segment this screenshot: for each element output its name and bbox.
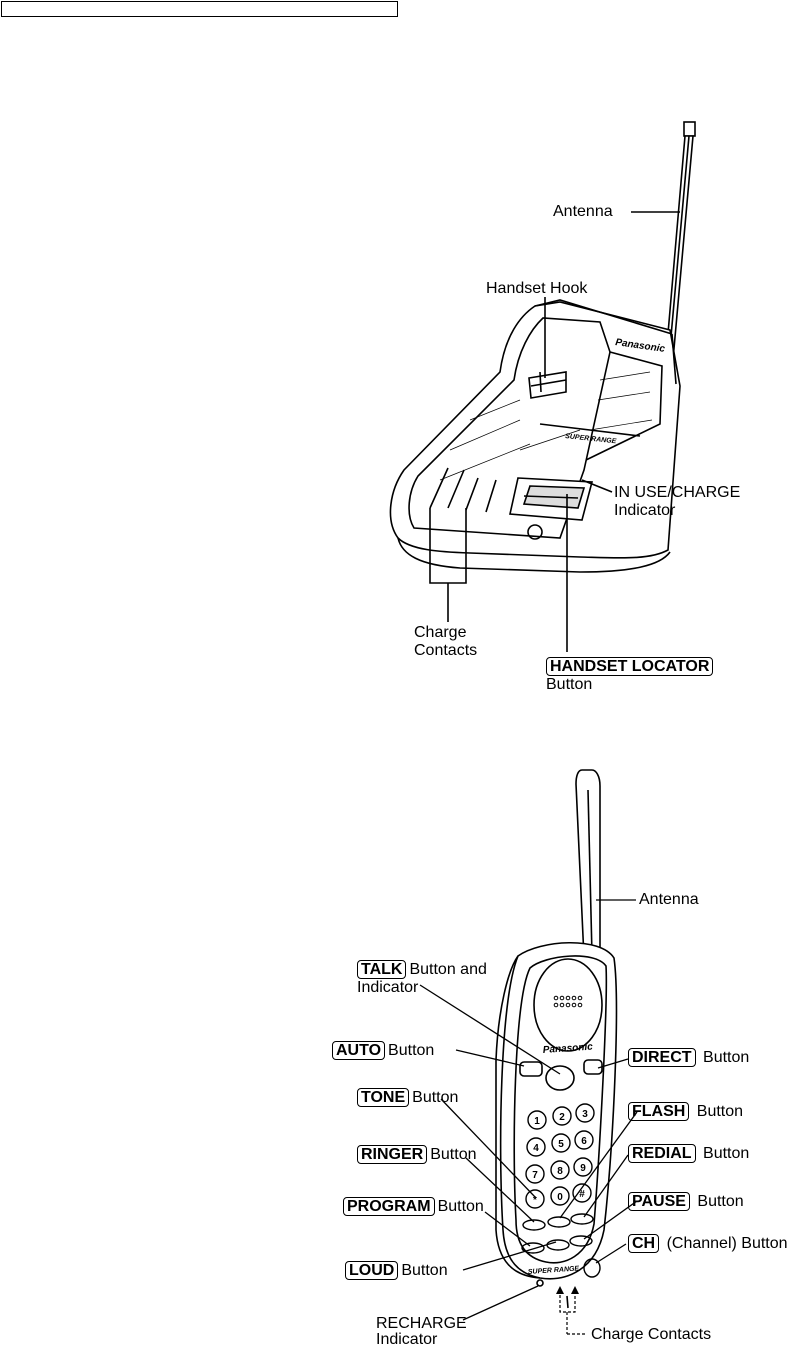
label-base-charge-contacts-line2: Contacts [414,642,478,659]
label-auto-suffix: Button [388,1042,435,1059]
tone-key: TONE [357,1088,410,1107]
direct-key: DIRECT [628,1048,696,1067]
label-ch-suffix: (Channel) Button [666,1235,788,1252]
base-control-panel [509,477,594,521]
ringer-key: RINGER [357,1145,428,1164]
handset-locator-key: HANDSET LOCATOR [546,657,714,676]
base-unit-drawing [389,121,696,573]
handset-hook [528,371,567,399]
keypad-glyphs: 1 2 3 4 5 6 7 8 9 * 0 # [532,1109,588,1206]
handset-drawing [495,769,618,1309]
auto-key-drawing [519,1061,543,1077]
label-flash: FLASH Button [628,1102,743,1121]
svg-text:9: 9 [580,1163,586,1174]
label-flash-suffix: Button [696,1103,744,1120]
label-handset-locator: HANDSET LOCATOR Button [546,657,716,694]
program-key: PROGRAM [343,1197,435,1216]
label-program-suffix: Button [437,1198,484,1215]
handset-antenna [575,769,601,959]
svg-text:4: 4 [533,1143,539,1154]
label-handset-locator-suffix: Button [546,676,593,693]
label-base-antenna: Antenna [553,203,613,220]
handset-brand-text: Panasonic [542,1041,593,1055]
svg-text:0: 0 [557,1192,563,1203]
redial-key: REDIAL [628,1144,696,1163]
earpiece-holes [553,995,583,1008]
pause-key: PAUSE [628,1192,690,1211]
flash-key: FLASH [628,1102,690,1121]
ch-key: CH [628,1234,660,1253]
label-handset-hook: Handset Hook [486,280,588,297]
label-ringer-suffix: Button [430,1146,477,1163]
svg-text:#: # [579,1189,585,1200]
label-recharge-line1: RECHARGE [376,1315,467,1332]
svg-text:8: 8 [557,1166,563,1177]
label-recharge: RECHARGE Indicator [376,1316,467,1348]
label-recharge-line2: Indicator [376,1331,438,1348]
handset-super-range-text: SUPER RANGE [528,1265,580,1276]
loud-key: LOUD [345,1261,399,1280]
talk-key-drawing [545,1065,575,1091]
label-base-charge-contacts: Charge Contacts [414,624,477,660]
label-direct-suffix: Button [703,1049,750,1066]
charge-contacts-arrows [556,1286,579,1294]
label-tone-suffix: Button [412,1089,459,1106]
label-ch: CH (Channel) Button [628,1234,788,1253]
label-in-use-charge: IN USE/CHARGE Indicator [614,484,740,520]
label-handset-charge-contacts: Charge Contacts [591,1326,712,1343]
label-pause: PAUSE Button [628,1192,744,1211]
header-box [1,1,398,17]
svg-text:1: 1 [534,1116,540,1127]
label-loud-suffix: Button [401,1262,448,1279]
label-pause-suffix: Button [697,1193,744,1210]
charge-contacts-bracket [559,1295,587,1335]
base-leader-lines [429,211,680,652]
label-redial: REDIAL Button [628,1144,749,1163]
svg-text:3: 3 [582,1109,588,1120]
auto-key: AUTO [332,1041,386,1060]
recharge-led [536,1279,544,1287]
label-talk-suffix: Button and [409,961,487,978]
label-in-use-charge-line1: IN USE/CHARGE [614,484,741,501]
label-direct: DIRECT Button [628,1048,749,1067]
label-handset-antenna: Antenna [639,891,699,908]
talk-key: TALK [357,960,407,979]
svg-text:7: 7 [532,1170,538,1181]
label-talk-line2: Indicator [357,979,419,996]
svg-text:5: 5 [558,1139,564,1150]
label-base-charge-contacts-line1: Charge [414,624,467,641]
function-keys-drawing [521,1213,601,1278]
keypad-drawing [525,1103,595,1209]
svg-text:2: 2 [559,1112,565,1123]
svg-text:*: * [533,1195,537,1206]
label-in-use-charge-line2: Indicator [614,502,676,519]
base-texture [439,371,653,481]
svg-text:6: 6 [581,1136,587,1147]
label-redial-suffix: Button [703,1145,750,1162]
